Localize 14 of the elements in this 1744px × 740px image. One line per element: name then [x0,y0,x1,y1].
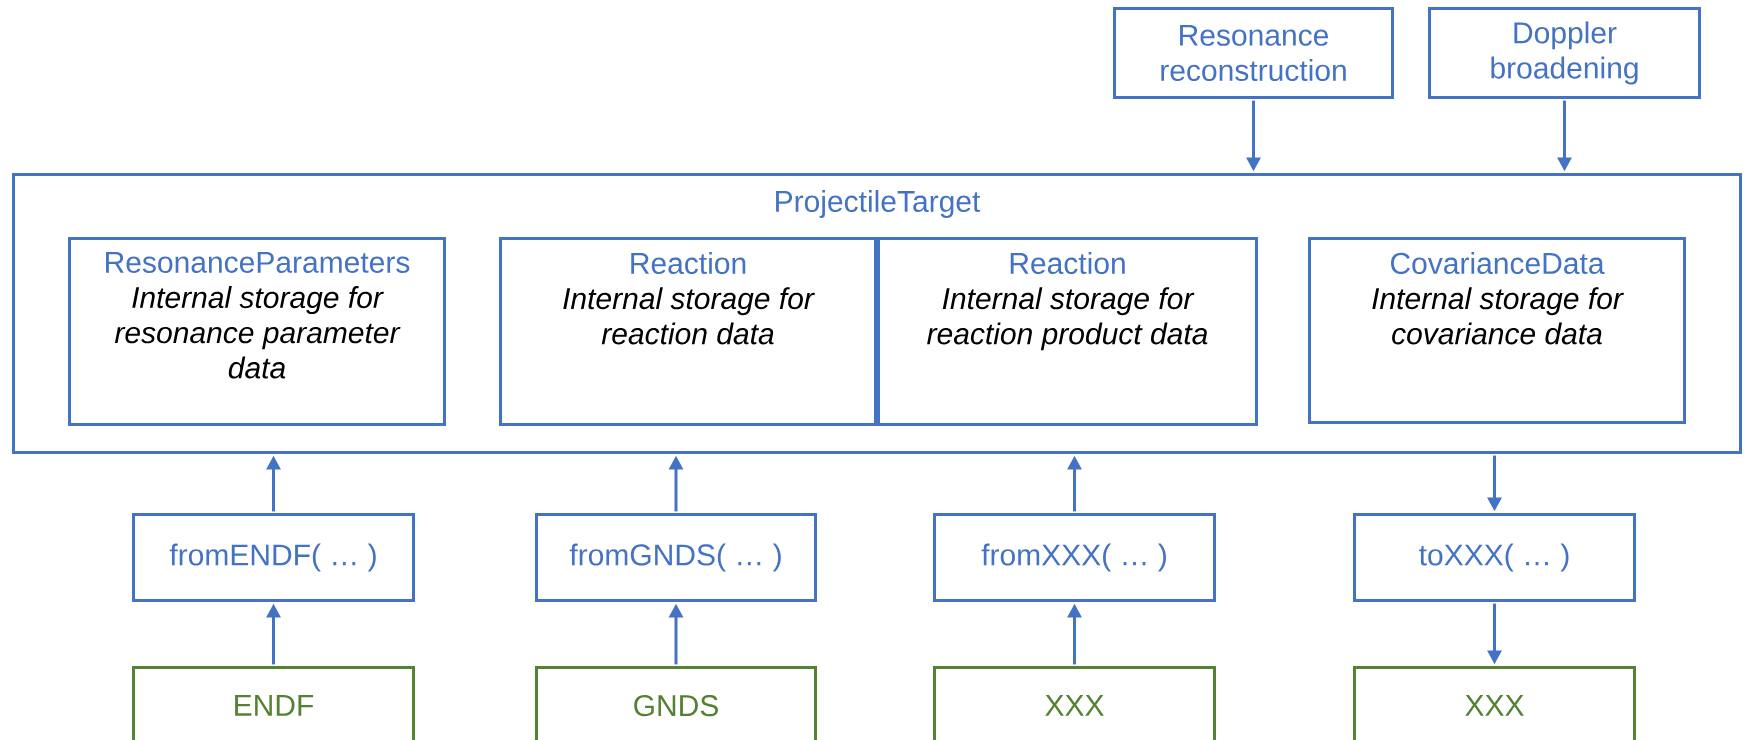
format-box: GNDS [535,666,817,740]
format-box: XXX [933,666,1216,740]
process-box: CovarianceData Internal storage for covariance data [1308,237,1686,424]
process-box: Resonance reconstruction [1113,7,1394,99]
process-box: fromXXX( … ) [933,513,1216,602]
process-box: Reaction Internal storage for reaction product data [877,237,1258,426]
process-box: ResonanceParameters Internal storage for resonance parameter data [68,237,446,426]
format-box: XXX [1353,666,1636,740]
process-box: Reaction Internal storage for reaction data [499,237,877,426]
format-box: ENDF [132,666,415,740]
process-box: fromGNDS( … ) [535,513,817,602]
process-box: fromENDF( … ) [132,513,415,602]
process-box: Doppler broadening [1428,7,1701,99]
process-box: toXXX( … ) [1353,513,1636,602]
